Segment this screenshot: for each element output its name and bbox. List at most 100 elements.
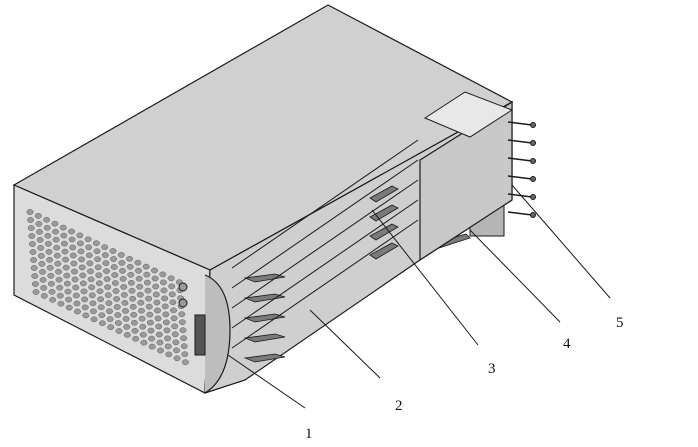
vent-hole	[103, 276, 111, 282]
vent-hole	[90, 316, 98, 323]
vent-hole	[151, 275, 159, 282]
vent-hole	[80, 288, 88, 295]
vent-hole	[140, 339, 148, 346]
vent-hole	[104, 292, 112, 298]
vent-hole	[135, 275, 143, 282]
vent-hole	[119, 268, 126, 274]
vent-hole	[151, 267, 158, 274]
vent-hole	[161, 295, 169, 302]
vent-hole	[68, 236, 76, 243]
vent-hole	[32, 289, 40, 295]
vent-hole	[93, 240, 100, 246]
vent-hole	[36, 229, 43, 235]
vent-hole	[139, 323, 147, 330]
vent-hole	[155, 323, 163, 330]
vent-hole	[154, 307, 161, 314]
bay-divider	[231, 219, 419, 349]
vent-hole	[137, 299, 145, 306]
vent-hole	[37, 253, 45, 259]
vent-hole	[65, 304, 73, 311]
vent-hole	[36, 237, 44, 243]
callout-4: 4	[563, 336, 571, 352]
connector-pin-head	[530, 158, 536, 164]
vent-hole	[103, 268, 110, 274]
vent-hole	[68, 228, 75, 235]
vent-hole	[178, 319, 186, 326]
connector-pin-head	[530, 194, 536, 200]
vent-hole	[79, 272, 87, 279]
vent-hole	[71, 268, 78, 275]
vent-hole	[167, 275, 175, 282]
vent-hole	[52, 236, 60, 243]
vent-hole	[78, 264, 86, 271]
vent-hole	[170, 307, 177, 314]
vent-hole	[148, 343, 156, 350]
vent-hole	[77, 240, 84, 247]
vent-hole	[80, 280, 87, 287]
vent-hole	[110, 264, 118, 270]
vent-hole	[143, 271, 151, 278]
vent-hole	[94, 264, 102, 271]
card-ejector-lever	[243, 333, 286, 343]
vent-hole	[46, 264, 54, 271]
vent-hole	[134, 259, 142, 266]
connector-pins	[507, 121, 536, 218]
vent-hole	[39, 277, 47, 283]
vent-hole	[162, 311, 170, 318]
vent-hole	[102, 260, 110, 266]
vent-hole	[115, 320, 122, 326]
vent-hole	[172, 339, 180, 346]
vent-hole	[136, 283, 144, 290]
vent-hole	[127, 279, 135, 286]
vent-hole	[35, 221, 43, 227]
card-ejector-lever	[243, 273, 286, 283]
vent-hole	[109, 248, 117, 254]
callout-3: 3	[488, 361, 496, 377]
connector-pin-head	[530, 140, 536, 146]
vent-hole	[104, 284, 112, 290]
vent-hole	[165, 351, 173, 358]
vent-hole	[86, 260, 94, 267]
vent-hole	[29, 241, 36, 247]
vent-hole	[32, 281, 39, 287]
callout-5: 5	[616, 315, 624, 331]
connector-pin-head	[530, 176, 536, 182]
vent-hole	[30, 265, 38, 271]
vent-hole	[64, 288, 72, 295]
leader-line-1	[227, 354, 306, 409]
bay-divider	[231, 139, 419, 269]
vent-hole	[162, 319, 170, 326]
vent-hole	[97, 296, 105, 303]
vent-hole	[169, 299, 177, 306]
vent-hole	[64, 280, 71, 287]
vent-hole	[69, 244, 77, 251]
leader-line-3	[371, 209, 479, 346]
vent-hole	[120, 284, 128, 290]
vent-hole	[168, 291, 176, 298]
vent-hole	[159, 271, 167, 278]
leader-line-4	[469, 229, 561, 323]
vent-hole	[126, 263, 134, 270]
vent-hole	[73, 300, 81, 307]
vent-hole	[138, 315, 146, 322]
vent-hole	[45, 248, 53, 255]
vent-hole	[138, 307, 145, 314]
vent-hole	[126, 255, 134, 262]
vent-hole	[77, 248, 85, 255]
vent-hole	[81, 304, 89, 311]
vent-hole	[181, 359, 189, 366]
vent-hole	[129, 303, 137, 310]
card-ejector-lever	[369, 223, 399, 241]
vent-hole	[132, 335, 140, 342]
vent-hole	[142, 263, 150, 270]
vent-hole	[179, 327, 187, 334]
connector-pin	[507, 121, 533, 126]
vent-hole	[56, 284, 64, 291]
vent-hole	[131, 327, 139, 334]
vent-hole	[65, 296, 73, 303]
vent-hole	[171, 323, 179, 330]
vent-hole	[38, 261, 46, 267]
vent-hole	[43, 216, 50, 223]
vent-hole	[85, 252, 93, 259]
